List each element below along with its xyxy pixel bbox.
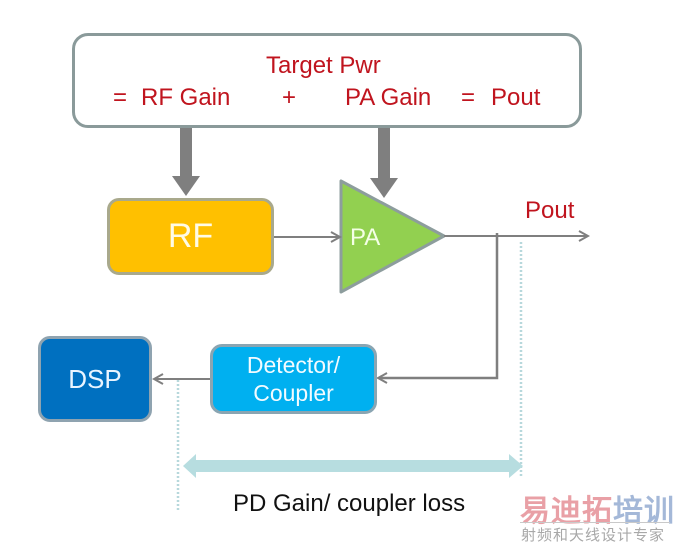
feedback-line [380, 233, 499, 380]
rf-block: RF [107, 198, 274, 275]
dsp-block-label: DSP [68, 363, 122, 394]
rf-block-label: RF [167, 217, 214, 255]
target-power-equation-box [72, 33, 582, 128]
equation-equals-1: = [113, 84, 128, 111]
coupler-label: Coupler [253, 380, 334, 406]
control-arrow-rf [172, 128, 200, 196]
equation-pout: Pout [491, 84, 541, 111]
pa-label: PA [350, 224, 381, 251]
detector-label: Detector/ [246, 352, 341, 378]
watermark-divider [520, 522, 670, 523]
equation-rf-gain: RF Gain [141, 84, 231, 111]
equation-pa-gain: PA Gain [345, 84, 432, 111]
detector-coupler-block: Detector/ Coupler [210, 344, 377, 414]
control-arrow-pa [370, 128, 398, 198]
watermark-subtitle: 射频和天线设计专家 [521, 526, 666, 544]
equation-plus: + [282, 84, 297, 111]
pd-gain-label: PD Gain/ coupler loss [233, 490, 466, 517]
pout-label: Pout [525, 197, 575, 224]
pd-gain-span-arrow [183, 454, 523, 478]
equation-title: Target Pwr [266, 52, 381, 79]
dsp-block: DSP [38, 336, 152, 422]
equation-equals-2: = [461, 84, 476, 111]
